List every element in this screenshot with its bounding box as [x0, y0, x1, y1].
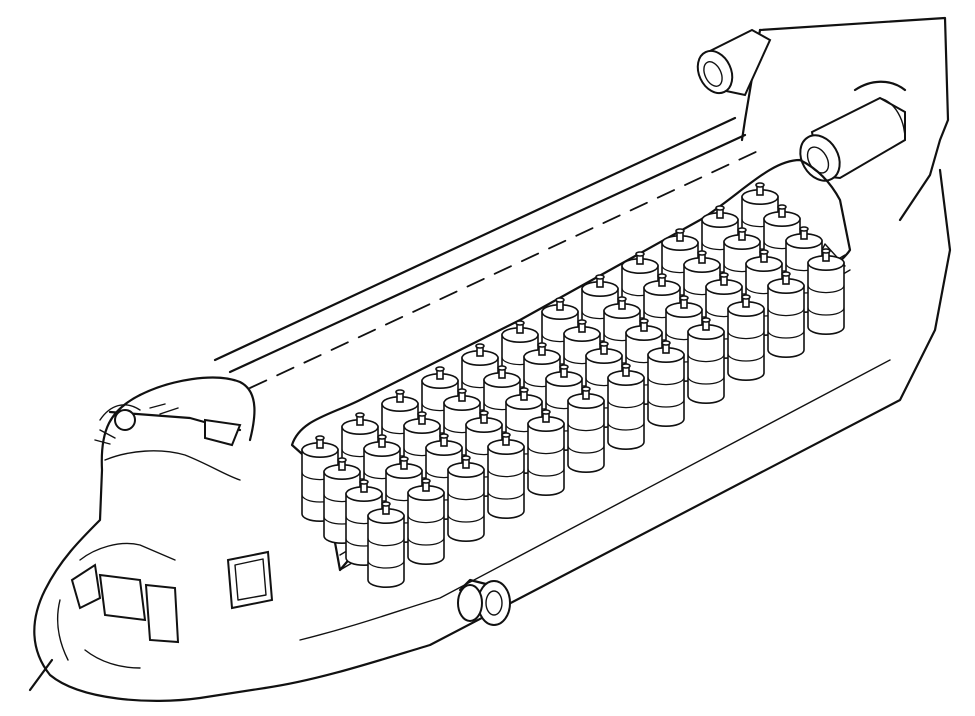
fuel-drum — [487, 432, 525, 519]
fuel-drum — [727, 294, 765, 381]
fuel-drum — [767, 271, 805, 358]
cargo-bay-cutaway — [290, 158, 852, 588]
landing-gear — [457, 578, 511, 626]
upper-engine-pod — [696, 28, 772, 97]
fuel-drum — [407, 478, 445, 565]
fuselage-outline — [28, 116, 952, 702]
fuel-drum — [607, 363, 645, 450]
fuel-drum — [367, 501, 405, 588]
fuel-drum — [567, 386, 605, 473]
fuel-drum — [687, 317, 725, 404]
right-engine-pod — [799, 96, 906, 182]
fuel-drum — [647, 340, 685, 427]
fuel-drum — [447, 455, 485, 542]
fuel-drum — [807, 248, 845, 335]
fuel-drum — [527, 409, 565, 496]
